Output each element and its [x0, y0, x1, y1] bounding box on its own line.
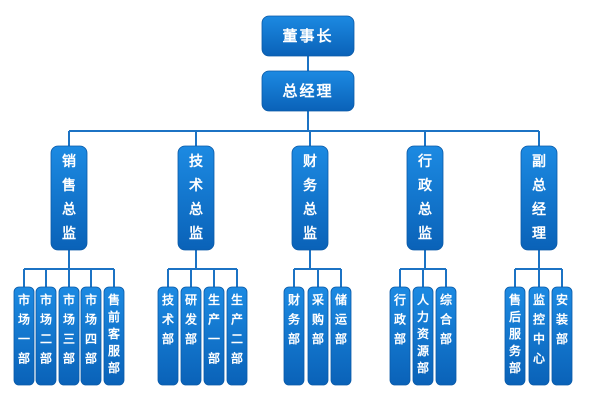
unit-label: 技术部 [161, 292, 175, 346]
unit-label: 生产二部 [231, 292, 243, 366]
unit-node: 生产一部 [203, 286, 225, 386]
unit-node: 财务部 [283, 286, 305, 386]
unit-node: 售后服务部 [504, 286, 526, 386]
unit-node: 综合部 [435, 286, 457, 386]
unit-label: 储运部 [335, 292, 347, 346]
division-node-4-box [406, 145, 444, 251]
division-node-4: 行政总监 [406, 145, 444, 251]
unit-node: 技术部 [157, 286, 179, 386]
chairman-label: 董事长 [282, 27, 333, 45]
unit-label: 安装部 [555, 292, 568, 346]
unit-node-box [330, 286, 352, 386]
division-node-3-box [291, 145, 329, 251]
unit-label: 监控中心 [533, 292, 545, 366]
gm-node: 总经理 [261, 70, 355, 112]
unit-label: 市场二部 [40, 292, 52, 366]
unit-node-box [58, 286, 80, 386]
unit-node: 市场四部 [80, 286, 102, 386]
unit-label: 市场四部 [85, 292, 97, 366]
division-node-3: 财务总监 [291, 145, 329, 251]
unit-node: 市场三部 [58, 286, 80, 386]
unit-node-box [528, 286, 550, 386]
unit-node-box [226, 286, 248, 386]
unit-node: 市场一部 [13, 286, 35, 386]
unit-node: 市场二部 [35, 286, 57, 386]
unit-label: 售前客服部 [107, 292, 121, 375]
unit-node-box [504, 286, 526, 386]
division-label: 财务总监 [302, 153, 318, 242]
unit-node-box [35, 286, 57, 386]
unit-label: 财务部 [287, 292, 301, 346]
unit-node: 监控中心 [528, 286, 550, 386]
unit-label: 人力资源部 [417, 292, 430, 375]
gm-node-box [261, 70, 355, 112]
unit-node-box [389, 286, 411, 386]
division-node-5: 副总经理 [520, 145, 558, 251]
unit-label: 市场三部 [63, 292, 75, 366]
division-node-1-box [50, 145, 88, 251]
unit-node: 采购部 [307, 286, 329, 386]
unit-node-box [412, 286, 434, 386]
unit-label: 市场一部 [18, 292, 30, 366]
unit-node-box [13, 286, 35, 386]
unit-node-box [203, 286, 225, 386]
division-label: 销售总监 [61, 153, 76, 242]
unit-node: 安装部 [551, 286, 573, 386]
division-node-2: 技术总监 [177, 145, 215, 251]
unit-label: 售后服务部 [509, 292, 522, 375]
unit-node-box [103, 286, 125, 386]
unit-label: 采购部 [311, 292, 324, 346]
unit-node-box [180, 286, 202, 386]
unit-label: 生产一部 [208, 292, 220, 366]
division-node-2-box [177, 145, 215, 251]
unit-node-box [283, 286, 305, 386]
chairman-node: 董事长 [261, 15, 355, 57]
chairman-node-box [261, 15, 355, 57]
connector-lines [23, 56, 563, 287]
unit-label: 行政部 [393, 292, 407, 346]
division-label: 副总经理 [532, 154, 546, 242]
division-node-1: 销售总监 [50, 145, 88, 251]
unit-node-box [157, 286, 179, 386]
gm-label: 总经理 [282, 82, 333, 100]
unit-node-box [551, 286, 573, 386]
unit-node: 行政部 [389, 286, 411, 386]
division-label: 技术总监 [189, 153, 204, 242]
division-node-5-box [520, 145, 558, 251]
unit-node-box [307, 286, 329, 386]
unit-node: 储运部 [330, 286, 352, 386]
unit-node-box [435, 286, 457, 386]
unit-node-box [80, 286, 102, 386]
division-label: 行政总监 [417, 153, 433, 242]
unit-node: 研发部 [180, 286, 202, 386]
unit-label: 研发部 [184, 293, 198, 346]
unit-node: 生产二部 [226, 286, 248, 386]
unit-node: 售前客服部 [103, 286, 125, 386]
unit-label: 综合部 [440, 292, 453, 346]
unit-node: 人力资源部 [412, 286, 434, 386]
